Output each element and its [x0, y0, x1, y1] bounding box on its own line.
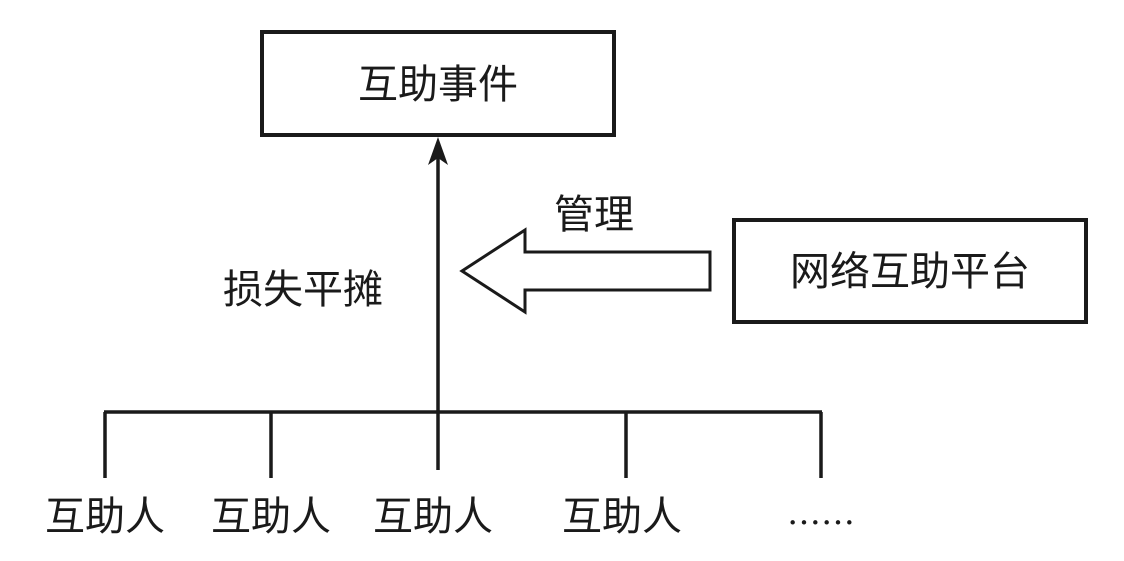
participant-ellipsis: …… — [787, 493, 855, 533]
platform-label: 网络互助平台 — [790, 249, 1030, 295]
participant-label: 互助人 — [562, 494, 682, 540]
participant-label: 互助人 — [211, 494, 331, 540]
mutual-aid-event-box — [260, 30, 616, 137]
management-label: 管理 — [554, 192, 634, 238]
loss-sharing-label: 损失平摊 — [223, 267, 383, 313]
loss-sharing-arrow-head — [428, 137, 448, 165]
platform-box — [732, 218, 1088, 324]
mutual-aid-event-label: 互助事件 — [358, 62, 518, 108]
participant-label: 互助人 — [373, 494, 493, 540]
management-hollow-arrow — [459, 227, 712, 315]
participant-label: 互助人 — [45, 494, 165, 540]
